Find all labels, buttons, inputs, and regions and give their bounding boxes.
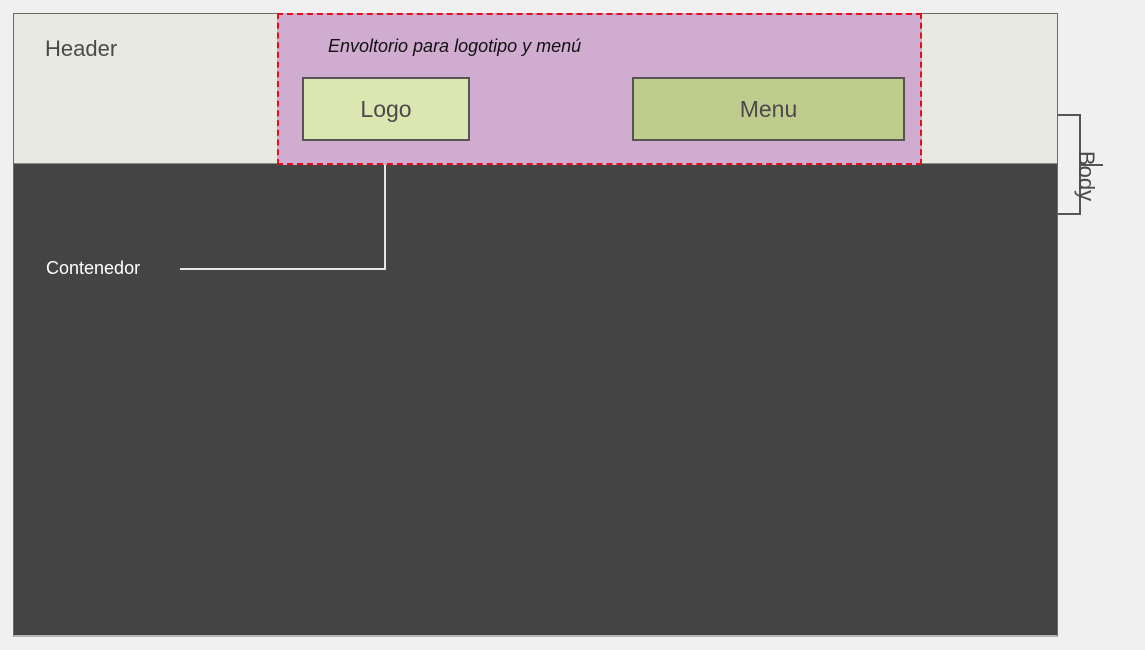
body-label: Body bbox=[1074, 151, 1099, 202]
container-leader-line-horizontal bbox=[180, 268, 386, 270]
wrapper-label: Envoltorio para logotipo y menú bbox=[328, 36, 582, 56]
logo-box: Logo bbox=[302, 77, 470, 141]
container-leader-line-vertical bbox=[384, 165, 386, 270]
container-label: Contenedor bbox=[46, 258, 141, 278]
body-bracket-tick bbox=[1081, 164, 1103, 166]
logo-label: Logo bbox=[360, 95, 412, 122]
menu-box: Menu bbox=[632, 77, 905, 141]
menu-label: Menu bbox=[739, 95, 798, 122]
header-label: Header bbox=[45, 36, 118, 61]
body-bracket bbox=[1058, 114, 1081, 215]
